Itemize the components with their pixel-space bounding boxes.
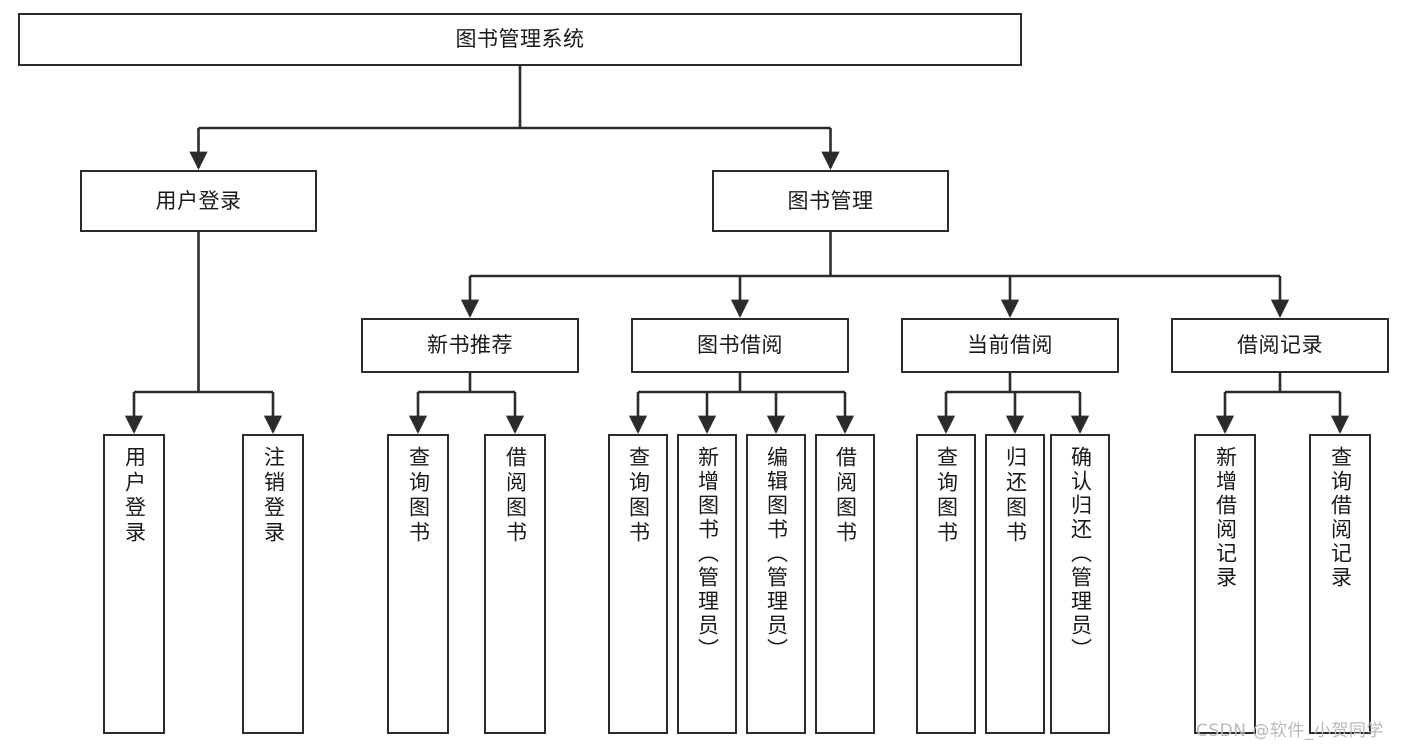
node-leaf-confirm-return-admin-label: 确认归还（管理员） bbox=[1068, 446, 1093, 662]
node-new-book-rec[interactable]: 新书推荐 bbox=[361, 318, 579, 373]
node-root[interactable]: 图书管理系统 bbox=[18, 13, 1022, 66]
csdn-watermark: CSDN @软件_小贺同学 bbox=[1196, 721, 1384, 741]
node-user-login-label: 用户登录 bbox=[155, 188, 242, 213]
node-leaf-borrow-book-1[interactable]: 借阅图书 bbox=[484, 434, 546, 734]
node-user-login[interactable]: 用户登录 bbox=[80, 170, 317, 232]
node-leaf-logout-login-label: 注销登录 bbox=[261, 446, 286, 546]
node-leaf-return-book[interactable]: 归还图书 bbox=[985, 434, 1045, 734]
node-leaf-query-book-1-label: 查询图书 bbox=[406, 446, 431, 546]
node-leaf-borrow-book-2[interactable]: 借阅图书 bbox=[815, 434, 875, 734]
node-leaf-add-borrow-record-label: 新增借阅记录 bbox=[1213, 446, 1238, 590]
node-book-manage-label: 图书管理 bbox=[787, 188, 874, 213]
node-leaf-confirm-return-admin[interactable]: 确认归还（管理员） bbox=[1050, 434, 1110, 734]
node-root-label: 图书管理系统 bbox=[455, 27, 585, 52]
node-leaf-borrow-book-1-label: 借阅图书 bbox=[503, 446, 528, 546]
node-book-borrow[interactable]: 图书借阅 bbox=[631, 318, 849, 373]
node-leaf-query-book-2[interactable]: 查询图书 bbox=[608, 434, 668, 734]
node-leaf-borrow-book-2-label: 借阅图书 bbox=[833, 446, 858, 546]
node-leaf-query-book-2-label: 查询图书 bbox=[626, 446, 651, 546]
node-leaf-add-borrow-record[interactable]: 新增借阅记录 bbox=[1194, 434, 1256, 734]
node-leaf-query-book-3[interactable]: 查询图书 bbox=[916, 434, 976, 734]
node-leaf-user-login-label: 用户登录 bbox=[122, 446, 147, 546]
node-leaf-add-book-admin-label: 新增图书（管理员） bbox=[695, 446, 720, 662]
node-leaf-user-login[interactable]: 用户登录 bbox=[103, 434, 165, 734]
node-leaf-query-book-3-label: 查询图书 bbox=[934, 446, 959, 546]
node-leaf-query-borrow-record[interactable]: 查询借阅记录 bbox=[1309, 434, 1371, 734]
node-leaf-query-book-1[interactable]: 查询图书 bbox=[387, 434, 449, 734]
node-new-book-rec-label: 新书推荐 bbox=[427, 333, 513, 358]
node-leaf-add-book-admin[interactable]: 新增图书（管理员） bbox=[677, 434, 737, 734]
node-leaf-query-borrow-record-label: 查询借阅记录 bbox=[1328, 446, 1353, 590]
node-borrow-record[interactable]: 借阅记录 bbox=[1171, 318, 1389, 373]
node-current-borrow[interactable]: 当前借阅 bbox=[901, 318, 1119, 373]
node-borrow-record-label: 借阅记录 bbox=[1237, 333, 1323, 358]
node-book-borrow-label: 图书借阅 bbox=[697, 333, 783, 358]
node-leaf-logout-login[interactable]: 注销登录 bbox=[242, 434, 304, 734]
node-book-manage[interactable]: 图书管理 bbox=[712, 170, 949, 232]
node-leaf-return-book-label: 归还图书 bbox=[1003, 446, 1028, 546]
node-current-borrow-label: 当前借阅 bbox=[967, 333, 1053, 358]
node-leaf-edit-book-admin[interactable]: 编辑图书（管理员） bbox=[746, 434, 806, 734]
node-leaf-edit-book-admin-label: 编辑图书（管理员） bbox=[764, 446, 789, 662]
